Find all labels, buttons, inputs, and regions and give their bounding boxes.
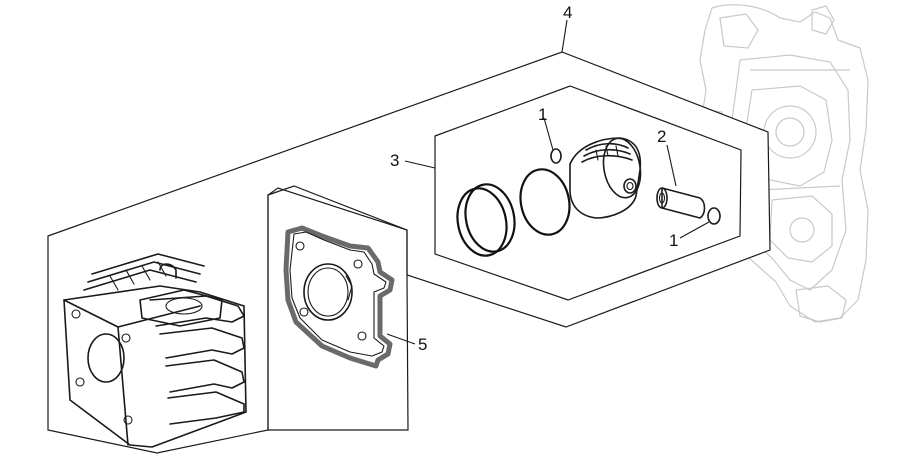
callout-5: 5: [418, 335, 427, 354]
piston-rings: [456, 168, 571, 257]
callout-1-lower: 1: [669, 231, 678, 250]
leader-lines: [386, 19, 710, 345]
circlip-lower: [707, 207, 721, 225]
cylinder: [63, 253, 247, 448]
callout-3: 3: [390, 151, 399, 170]
head-gasket: [283, 225, 395, 369]
callout-1-upper: 1: [538, 105, 547, 124]
piston-pin: [656, 187, 706, 219]
callout-2: 2: [657, 127, 666, 146]
panel-3-outline: [434, 85, 742, 301]
circlip-upper: [550, 148, 562, 164]
piston: [569, 137, 642, 219]
callout-4: 4: [563, 3, 572, 22]
panel-5-outline: [267, 185, 409, 431]
